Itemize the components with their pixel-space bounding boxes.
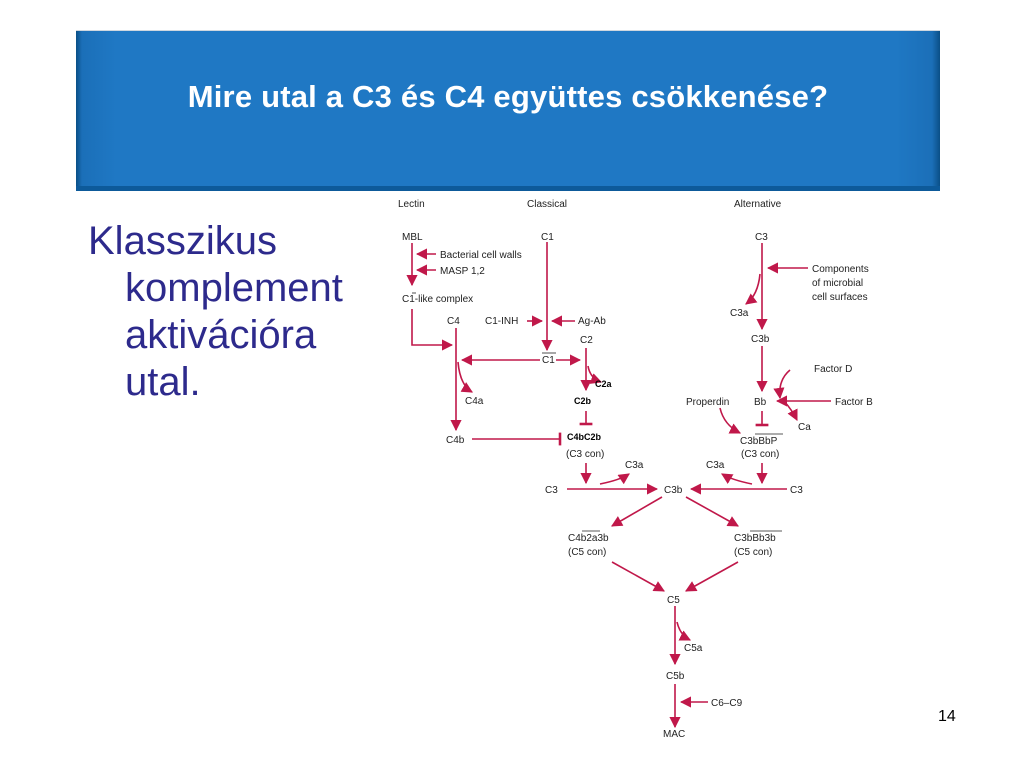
arrow-c3b-c4b2a3b [611, 496, 663, 527]
label-c3bbb3b: C3bBb3b [734, 533, 776, 544]
bullet-text: Klasszikus komplement aktivációra utal. [88, 218, 388, 406]
label-of-microbial: of microbial [812, 278, 863, 289]
bullet-line: aktivációra [125, 313, 317, 357]
arrow-properdin [719, 407, 742, 434]
label-c6-c9: C6–C9 [711, 698, 743, 709]
label-ca: Ca [798, 422, 811, 433]
label-components: Components [812, 264, 869, 275]
label-c4a: C4a [465, 396, 484, 407]
label-c3-right: C3 [790, 485, 803, 496]
arrow-c4b2a3b-c5 [611, 561, 665, 592]
label-c3b-alt: C3b [751, 334, 770, 345]
arrow-c3a-left [599, 473, 630, 485]
label-cell-surfaces: cell surfaces [812, 292, 868, 303]
label-c1: C1 [541, 232, 554, 243]
label-c5a: C5a [684, 643, 703, 654]
label-factor-b: Factor B [835, 397, 873, 408]
header-classical: Classical [527, 199, 567, 210]
label-c1-activated: C1 [542, 355, 555, 366]
arrow-layer [406, 242, 831, 729]
label-mac: MAC [663, 729, 685, 740]
label-c3-alt: C3 [755, 232, 768, 243]
label-c3a-right: C3a [706, 460, 725, 471]
label-c2: C2 [580, 335, 593, 346]
label-bacterial-cell-walls: Bacterial cell walls [440, 250, 522, 261]
label-c5: C5 [667, 595, 680, 606]
label-c3a-left: C3a [625, 460, 644, 471]
arrow-c4-c4a [457, 361, 473, 393]
label-c3-convertase-classical: (C3 con) [566, 449, 604, 460]
label-c3a-alt: C3a [730, 308, 749, 319]
label-masp: MASP 1,2 [440, 266, 485, 277]
label-c3bbbp: C3bBbP [740, 436, 778, 447]
label-properdin: Properdin [686, 397, 729, 408]
title-banner: Mire utal a C3 és C4 együttes csökkenése… [76, 30, 940, 191]
bullet-line: Klasszikus [88, 219, 277, 263]
label-c4bc2b: C4bC2b [567, 432, 602, 442]
label-c3b: C3b [664, 485, 683, 496]
arrow-c3-c3a [745, 273, 761, 305]
header-lectin: Lectin [398, 199, 425, 210]
title-banner-shadow [76, 186, 940, 191]
arrow-bb-ca [783, 400, 798, 422]
label-c5-convertase-right: (C5 con) [734, 547, 772, 558]
slide-title: Mire utal a C3 és C4 együttes csökkenése… [187, 79, 829, 114]
arrow-c3a-right [721, 473, 753, 485]
arrow-factord [773, 369, 791, 400]
label-ag-ab: Ag-Ab [578, 316, 606, 327]
label-c4b: C4b [446, 435, 465, 446]
label-c5-convertase-left: (C5 con) [568, 547, 606, 558]
arrow-c5-c5a [676, 621, 692, 641]
arrow-c3bbb3b-c5 [685, 561, 739, 592]
bullet-line: komplement [125, 266, 343, 310]
label-mbl: MBL [402, 232, 423, 243]
label-c4b2a3b: C4b2a3b [568, 533, 609, 544]
label-c1-inh: C1-INH [485, 316, 518, 327]
label-c3-left: C3 [545, 485, 558, 496]
arrow-c1like-c4 [411, 309, 454, 351]
slide-number: 14 [938, 708, 956, 725]
arrow-c2-c2a [587, 365, 603, 384]
label-c5b: C5b [666, 671, 685, 682]
arrow-c3b-c3bbb3b [685, 496, 739, 527]
label-c2b: C2b [574, 396, 592, 406]
label-c3-convertase-alternative: (C3 con) [741, 449, 779, 460]
bullet-line: utal. [125, 360, 201, 404]
label-c1-like-complex: C1-like complex [402, 294, 473, 305]
label-factor-d: Factor D [814, 364, 852, 375]
label-c2a: C2a [595, 379, 613, 389]
header-alternative: Alternative [734, 199, 782, 210]
label-c4: C4 [447, 316, 460, 327]
label-bb: Bb [754, 397, 767, 408]
